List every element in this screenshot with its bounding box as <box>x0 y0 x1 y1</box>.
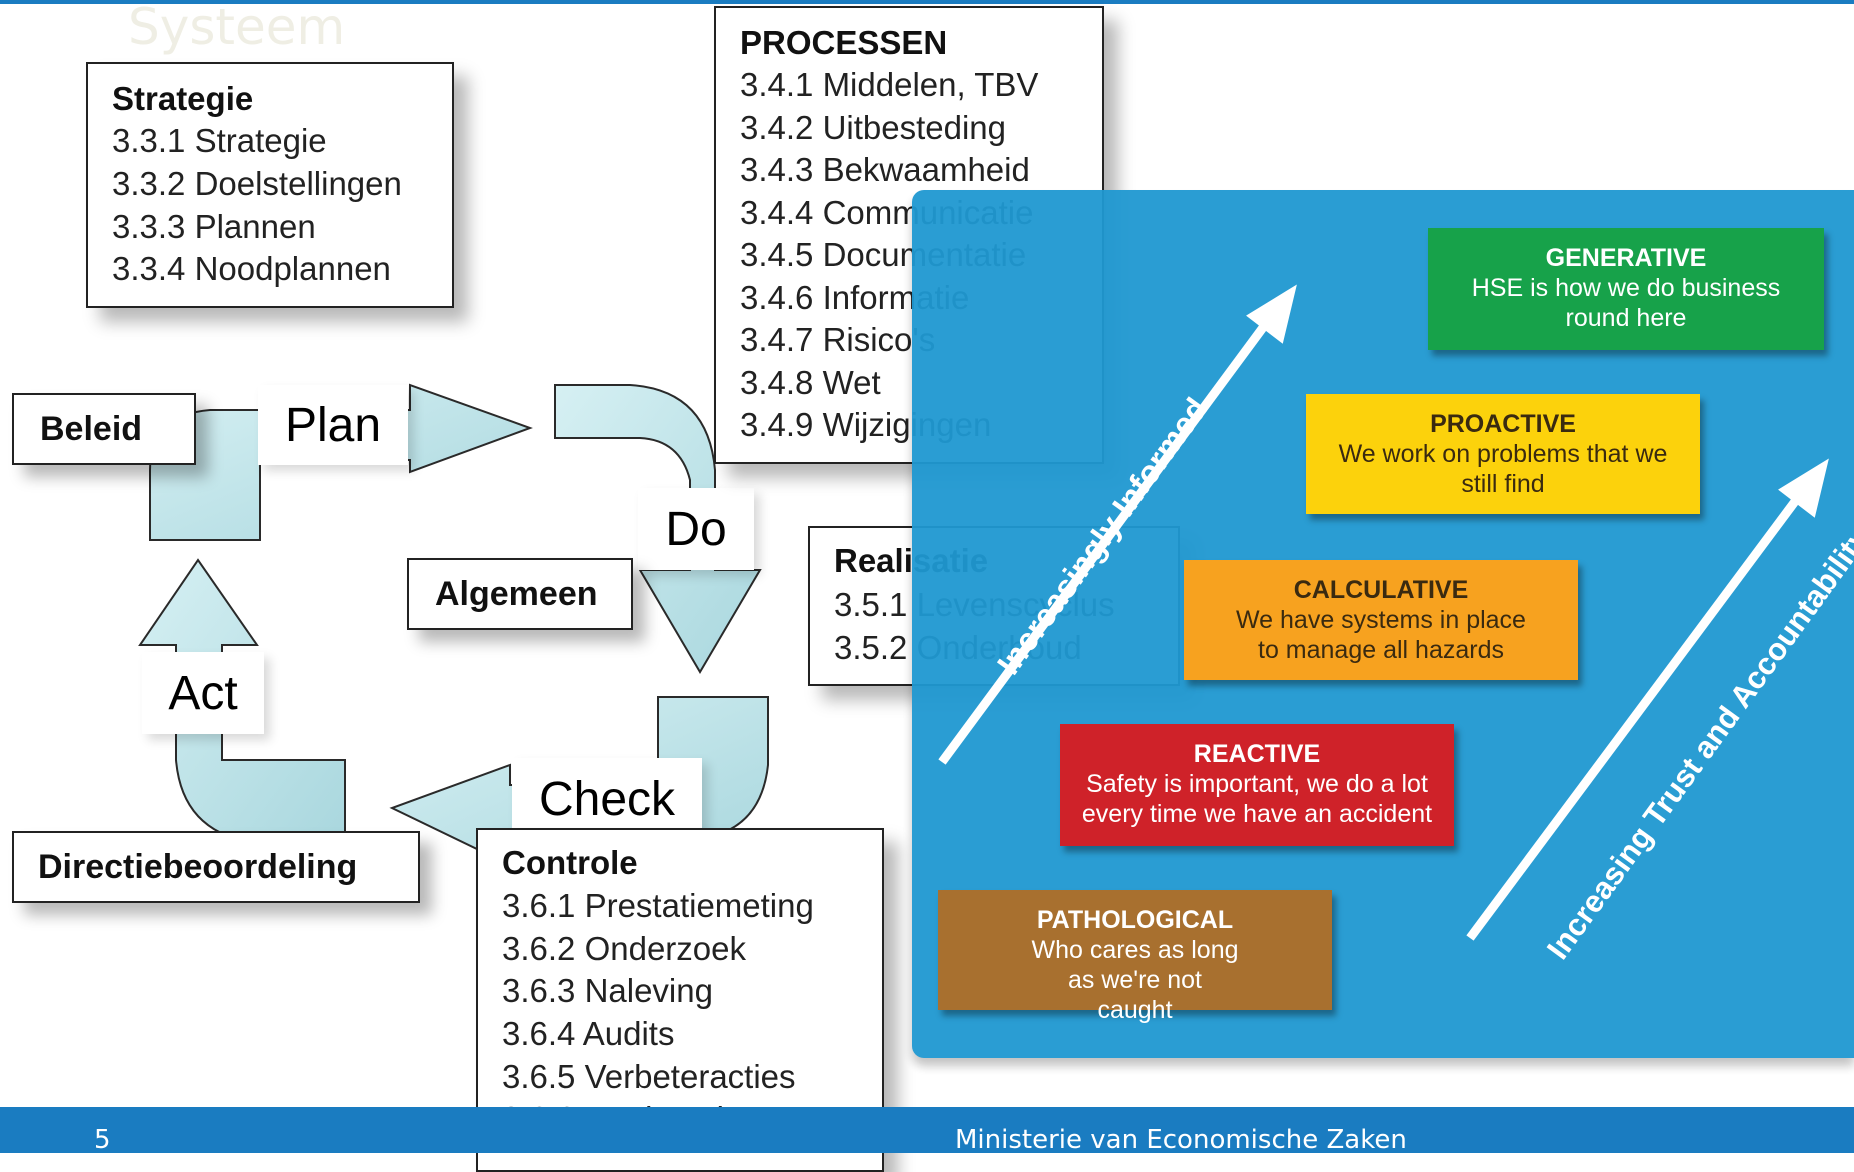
level-reactive: REACTIVE Safety is important, we do a lo… <box>1060 724 1454 846</box>
strategie-title: Strategie <box>112 80 254 117</box>
level-name: PATHOLOGICAL <box>1036 906 1234 934</box>
controle-item: 3.6.4 Audits <box>502 1015 675 1052</box>
footer-bar: 5 Ministerie van Economische Zaken <box>0 1107 1854 1155</box>
controle-item: 3.6.5 Verbeteracties <box>502 1058 796 1095</box>
left-arrow-shaft <box>938 315 1274 765</box>
top-accent-bar <box>0 0 1854 4</box>
right-arrow-head <box>1778 458 1829 518</box>
level-name: GENERATIVE <box>1545 244 1707 272</box>
processen-item: 3.4.8 Wet <box>740 364 881 401</box>
tag-beleid: Beleid <box>12 393 196 465</box>
level-pathological: PATHOLOGICAL Who cares as long as we're … <box>938 890 1332 1024</box>
controle-item: 3.6.1 Prestatiemeting <box>502 887 814 924</box>
controle-item: 3.6.3 Naleving <box>502 972 713 1009</box>
level-name: PROACTIVE <box>1430 410 1576 438</box>
left-arrow-head <box>1246 284 1297 344</box>
level-desc: Safety is important, we do a lot every t… <box>1081 770 1433 828</box>
slide-title: Systeem <box>128 0 346 56</box>
strategie-item: 3.3.2 Doelstellingen <box>112 165 402 202</box>
tag-directiebeoordeling: Directiebeoordeling <box>12 831 420 903</box>
processen-item: 3.4.1 Middelen, TBV <box>740 66 1039 103</box>
processen-item: 3.4.2 Uitbesteding <box>740 109 1007 146</box>
strategie-item: 3.3.4 Noodplannen <box>112 250 391 287</box>
strategie-item: 3.3.1 Strategie <box>112 122 327 159</box>
processen-item: 3.4.7 Risico's <box>740 321 936 358</box>
right-arrow-shaft <box>1466 489 1806 941</box>
ministry-name: Ministerie van Economische Zaken <box>955 1125 1407 1155</box>
level-calculative: CALCULATIVE We have systems in place to … <box>1184 560 1578 680</box>
level-desc: We have systems in place to manage all h… <box>1236 606 1526 664</box>
strategie-box: Strategie 3.3.1 Strategie 3.3.2 Doelstel… <box>86 62 454 308</box>
cycle-label-act: Act <box>142 652 264 734</box>
level-desc: Who cares as long as we're not caught <box>1031 936 1239 1024</box>
tag-algemeen: Algemeen <box>407 558 633 630</box>
do-arrow-shape <box>554 384 762 674</box>
cycle-label-plan: Plan <box>258 385 408 465</box>
level-name: CALCULATIVE <box>1293 576 1469 604</box>
level-generative: GENERATIVE HSE is how we do business rou… <box>1428 228 1824 350</box>
level-desc: HSE is how we do business round here <box>1471 274 1781 332</box>
controle-item: 3.6.2 Onderzoek <box>502 930 746 967</box>
level-proactive: PROACTIVE We work on problems that we st… <box>1306 394 1700 514</box>
processen-title: PROCESSEN <box>740 24 948 61</box>
page-number: 5 <box>94 1125 111 1155</box>
controle-title: Controle <box>502 844 638 881</box>
cycle-label-do: Do <box>638 488 754 570</box>
level-desc: We work on problems that we still find <box>1338 440 1668 498</box>
level-name: REACTIVE <box>1193 740 1321 768</box>
processen-item: 3.4.3 Bekwaamheid <box>740 151 1030 188</box>
strategie-item: 3.3.3 Plannen <box>112 208 316 245</box>
cycle-label-check: Check <box>512 758 702 840</box>
